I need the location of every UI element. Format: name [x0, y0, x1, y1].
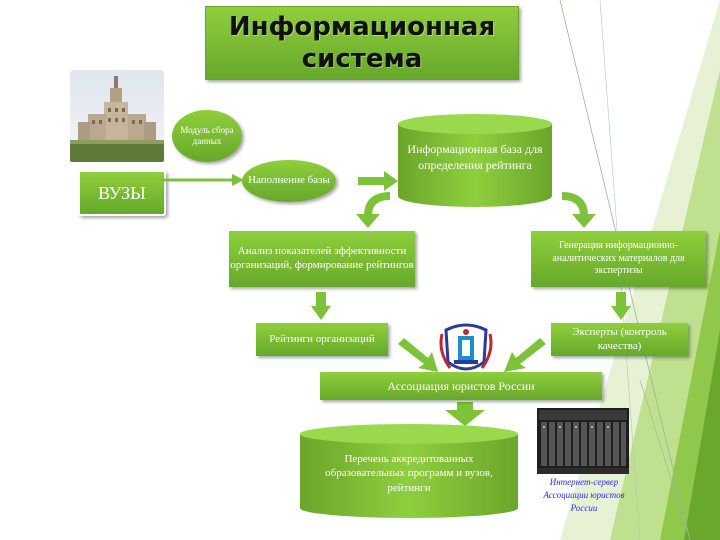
ratings-box: Рейтинги организаций [256, 323, 388, 356]
association-box: Ассоциация юристов России [320, 372, 602, 400]
arrow-to-association-icon [504, 338, 546, 372]
server-caption: Интернет-сервер Ассоциации юристов Росси… [543, 477, 625, 514]
arrow-right-icon [358, 171, 398, 191]
generation-box: Генерация информационно-аналитических ма… [531, 231, 706, 287]
arrow-to-association-icon [398, 338, 438, 372]
vuzy-box: ВУЗЫ [78, 170, 166, 216]
analysis-box: Анализ показателей эффективности организ… [229, 231, 415, 287]
arrow-down-icon [311, 292, 331, 320]
curved-arrow-left-icon [356, 192, 391, 228]
arrow-right-icon [162, 174, 244, 186]
database-label: Информационная база для определения рейт… [407, 142, 543, 172]
list-database-cylinder [300, 424, 518, 518]
list-database-label: Перечень аккредитованных образовательных… [325, 453, 493, 494]
curved-arrow-right-icon [561, 192, 596, 228]
university-building-image [70, 70, 164, 162]
experts-box: Эксперты (контроль качества) [551, 323, 688, 356]
server-rack-image [537, 408, 629, 474]
fill-database-pill: Наполнение базы [242, 160, 336, 202]
association-emblem-icon [439, 323, 493, 371]
data-collection-module-bubble: Модуль сбора данных [172, 110, 242, 162]
page-title: Информационная система [205, 6, 519, 80]
database-cylinder [398, 114, 552, 207]
arrow-down-icon [611, 292, 631, 320]
arrow-down-icon [445, 402, 485, 426]
